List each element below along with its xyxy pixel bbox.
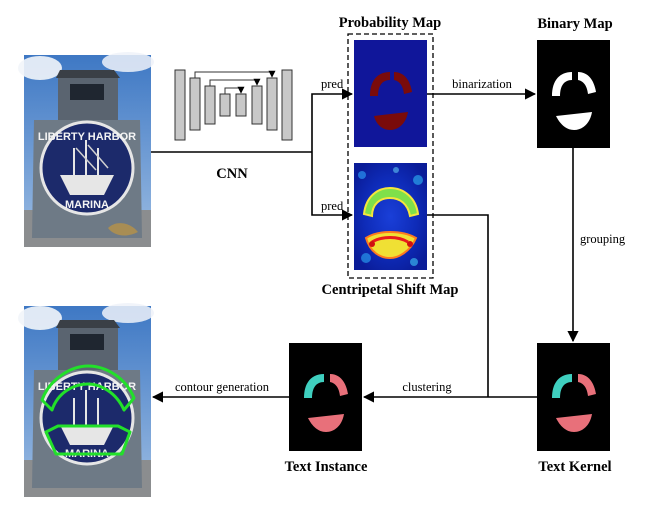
binarization-label: binarization <box>452 77 512 91</box>
cnn-to-prob-arrow <box>311 88 354 152</box>
cnn-skip-connections <box>194 70 276 94</box>
output-sign-top-text: LIBERTY HARBOR <box>38 381 136 393</box>
centripetal-shift-map-label: Centripetal Shift Map <box>322 282 459 298</box>
cnn-to-shift-arrow <box>311 152 354 221</box>
photo-sign-bottom-text: MARINA <box>65 199 109 211</box>
map-group-dashed-box <box>347 33 434 279</box>
cnn-label: CNN <box>216 166 248 182</box>
shift-to-clustering-line <box>427 214 489 397</box>
clustering-label: clustering <box>402 380 452 394</box>
photo-sign-top-text: LIBERTY HARBOR <box>38 131 136 143</box>
grouping-label: grouping <box>580 232 626 246</box>
input-photo: LIBERTY HARBOR MARINA <box>18 52 154 247</box>
binary-map-image <box>537 40 610 148</box>
detected-contour-bottom <box>44 424 132 456</box>
text-instance-label: Text Instance <box>285 459 368 475</box>
probability-map-image <box>354 40 427 147</box>
pred-bottom-label: pred <box>321 199 344 213</box>
text-instance-image <box>289 343 362 451</box>
probability-map-label: Probability Map <box>339 15 441 31</box>
cnn-icon <box>174 69 293 141</box>
centripetal-shift-map-image <box>354 163 427 270</box>
pred-top-label: pred <box>321 77 344 91</box>
binary-map-label: Binary Map <box>537 16 612 32</box>
output-photo: LIBERTY HARBOR MARINA <box>18 303 154 497</box>
detected-contour-top <box>40 364 136 412</box>
text-kernel-image <box>537 343 610 451</box>
text-kernel-label: Text Kernel <box>538 459 611 475</box>
contour-generation-label: contour generation <box>175 380 270 394</box>
